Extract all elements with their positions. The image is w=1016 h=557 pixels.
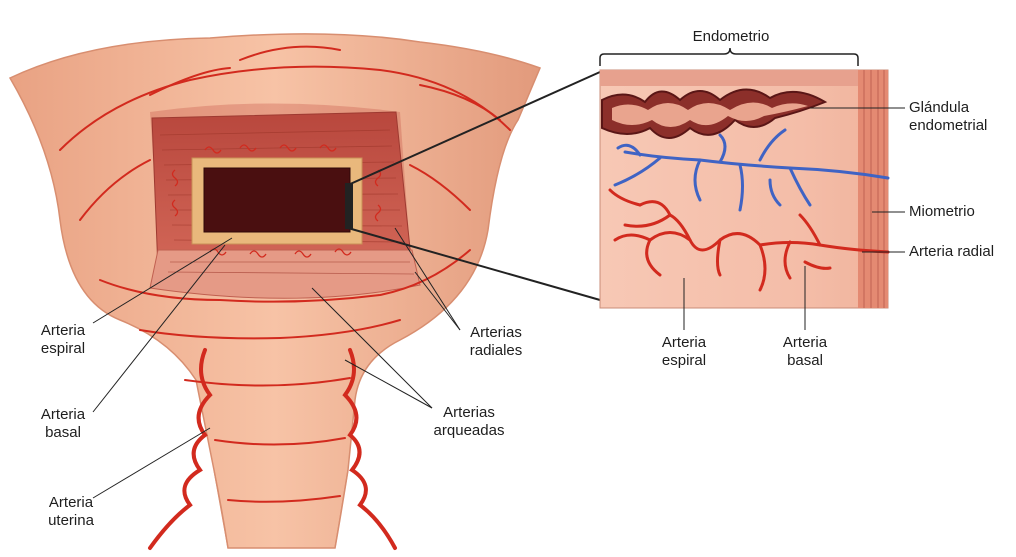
uterine-artery-right	[345, 350, 395, 548]
label-arteria-radial: Arteria radial	[909, 243, 994, 261]
label-arterias-arqueadas: Arterias arqueadas	[424, 404, 514, 440]
label-arteria-espiral: Arteria espiral	[28, 322, 98, 358]
label-miometrio: Miometrio	[909, 203, 975, 221]
label-glandula-endometrial: Glándula endometrial	[909, 99, 987, 135]
uterine-cavity	[204, 168, 350, 232]
label-arterias-radiales: Arterias radiales	[456, 324, 536, 360]
inset-panel	[600, 48, 888, 308]
uterine-artery-left	[150, 350, 210, 548]
label-arteria-espiral-inset: Arteria espiral	[644, 334, 724, 370]
label-arteria-basal: Arteria basal	[28, 406, 98, 442]
uterus-illustration	[10, 34, 540, 548]
label-arteria-uterina: Arteria uterina	[36, 494, 106, 530]
endometrio-bracket	[600, 48, 858, 66]
label-endometrio: Endometrio	[676, 28, 786, 46]
label-arteria-basal-inset: Arteria basal	[770, 334, 840, 370]
